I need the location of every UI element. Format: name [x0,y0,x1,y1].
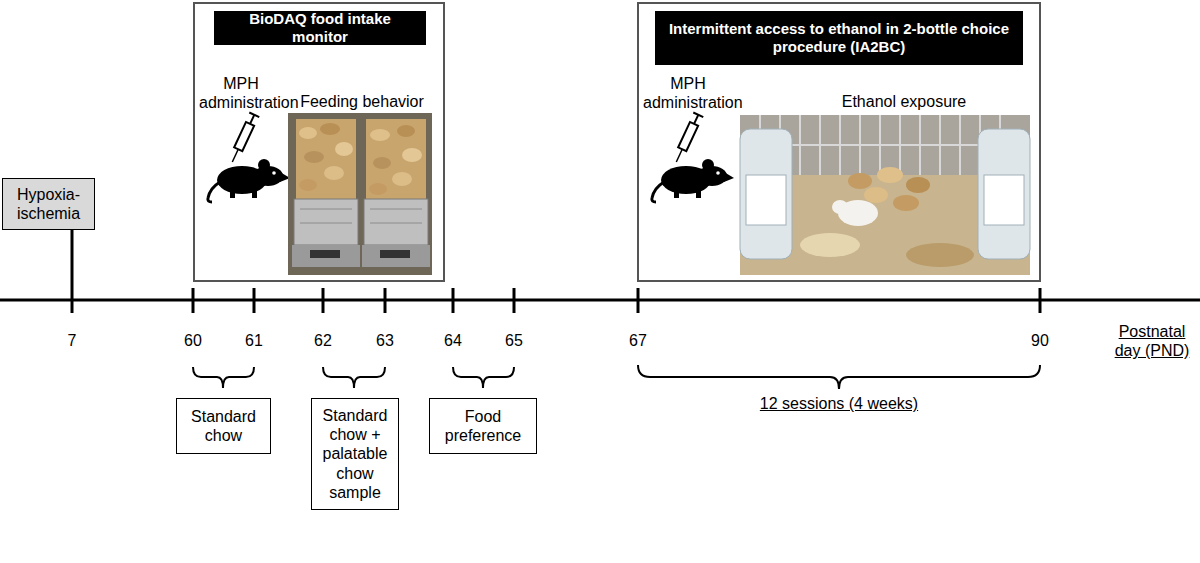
node-text: Intermittent access to ethanol in 2-bott… [661,20,1017,56]
panel-header: Intermittent access to ethanol in 2-bott… [655,11,1023,65]
node-text: BioDAQ food intake monitor [220,10,420,46]
cage-photo [740,115,1030,275]
day-number: 7 [52,331,92,350]
feeder-photo [288,113,432,275]
day-number: 64 [433,331,473,350]
day-number: 60 [173,331,213,350]
panel-text: MPH administration [199,74,283,112]
axis-label: Postnatal day (PND) [1109,322,1195,360]
day-number: 90 [1020,331,1060,350]
phase-box: Standard chow [176,398,271,454]
duration-label: 12 sessions (4 weeks) [729,394,949,413]
node-text: Hypoxia-ischemia [8,185,89,223]
day-number: 62 [303,331,343,350]
procedure-panel: MPH administrationFeeding behavior BioDAQ… [193,2,445,282]
panel-text: Ethanol exposure [789,92,1019,111]
panel-text: MPH administration [643,74,733,112]
node-text: Standard chow [182,407,265,445]
event-box: Hypoxia-ischemia [2,178,95,230]
day-number: 65 [494,331,534,350]
day-number: 63 [365,331,405,350]
phase-box: Food preference [429,398,537,454]
day-number: 61 [234,331,274,350]
node-text: Standard chow + palatable chow sample [317,406,393,502]
day-number: 67 [618,331,658,350]
brace [193,365,1040,389]
panel-text: Feeding behavior [287,92,437,111]
phase-box: Standard chow + palatable chow sample [311,398,399,510]
node-text: Food preference [435,407,531,445]
mouse-icon [208,113,290,202]
mouse-icon [652,113,734,202]
panel-header: BioDAQ food intake monitor [214,11,426,45]
procedure-panel: MPH administration Ethanol exposure Interm… [637,2,1041,282]
